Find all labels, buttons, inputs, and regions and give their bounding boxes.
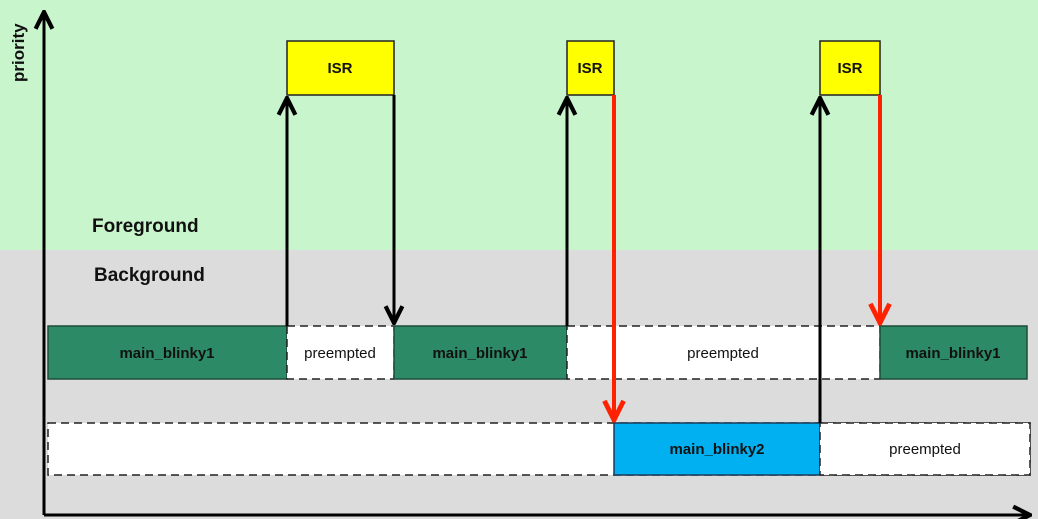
foreground-zone xyxy=(0,0,1038,250)
isr-box-3 xyxy=(819,40,881,96)
y-axis-label: priority xyxy=(9,23,28,82)
task1-block-2 xyxy=(393,325,568,380)
preempted-block-2 xyxy=(566,325,881,380)
preempted-block-3 xyxy=(819,422,1031,476)
task1-label-1: main_blinky1 xyxy=(119,345,214,362)
isr-label-3: ISR xyxy=(837,60,862,77)
task1-block-1 xyxy=(47,325,288,380)
isr-label-2: ISR xyxy=(577,60,602,77)
task1-block-3 xyxy=(879,325,1028,380)
isr-box-1 xyxy=(286,40,395,96)
background-zone xyxy=(0,250,1038,519)
task2-label: main_blinky2 xyxy=(669,441,764,458)
task1-label-2: main_blinky1 xyxy=(432,345,527,362)
task2-block xyxy=(613,422,821,476)
foreground-label: Foreground xyxy=(92,216,199,237)
preempted-label-2: preempted xyxy=(687,345,759,362)
task1-label-3: main_blinky1 xyxy=(905,345,1000,362)
preempted-block-1 xyxy=(286,325,395,380)
isr-box-2 xyxy=(566,40,615,96)
isr-label-1: ISR xyxy=(327,60,352,77)
preempted-label-3: preempted xyxy=(889,441,961,458)
background-label: Background xyxy=(94,265,205,286)
preempted-label-1: preempted xyxy=(304,345,376,362)
